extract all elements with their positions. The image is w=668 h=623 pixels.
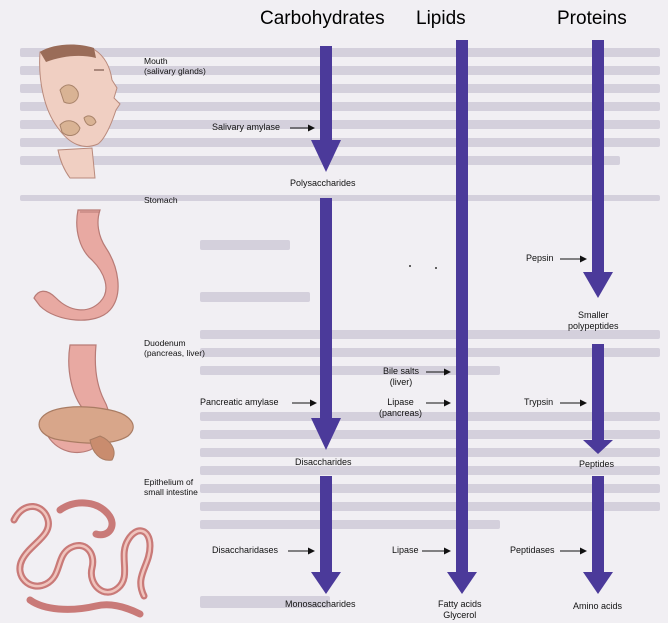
protein-arrow-3: [583, 476, 613, 594]
stray-dots: [409, 265, 437, 269]
duodenum-illustration: [39, 345, 133, 460]
trypsin-label: Trypsin: [524, 397, 553, 408]
bile-salts-label: Bile salts (liver): [383, 366, 419, 388]
lipase-pancreas-label: Lipase (pancreas): [379, 397, 422, 419]
pancreatic-amylase-label: Pancreatic amylase: [200, 397, 279, 408]
duodenum-label: Duodenum (pancreas, liver): [144, 338, 205, 358]
protein-arrow-1: [583, 40, 613, 298]
epithelium-label: Epithelium of small intestine: [144, 477, 198, 497]
disaccharides-label: Disaccharides: [295, 457, 352, 468]
fatty-acids-glycerol-label: Fatty acids Glycerol: [438, 599, 482, 621]
carbohydrate-arrow-2: [311, 198, 341, 450]
pepsin-label: Pepsin: [526, 253, 554, 264]
protein-arrow-2: [583, 344, 613, 454]
lipid-arrow: [447, 40, 477, 594]
stomach-illustration: [34, 210, 118, 320]
lipase-label: Lipase: [392, 545, 419, 556]
face-illustration: [40, 45, 120, 178]
carbohydrate-arrow-1: [311, 46, 341, 172]
mouth-label: Mouth (salivary glands): [144, 56, 206, 76]
carbohydrate-arrow-3: [311, 476, 341, 594]
small-intestine-illustration: [14, 503, 150, 614]
peptides-label: Peptides: [579, 459, 614, 470]
salivary-amylase-label: Salivary amylase: [212, 122, 280, 133]
disaccharidases-label: Disaccharidases: [212, 545, 278, 556]
stomach-label: Stomach: [144, 195, 178, 205]
polysaccharides-label: Polysaccharides: [290, 178, 356, 189]
smaller-polypeptides-label: Smaller polypeptides: [568, 310, 619, 332]
peptidases-label: Peptidases: [510, 545, 555, 556]
monosaccharides-label: Monosaccharides: [285, 599, 356, 610]
amino-acids-label: Amino acids: [573, 601, 622, 612]
